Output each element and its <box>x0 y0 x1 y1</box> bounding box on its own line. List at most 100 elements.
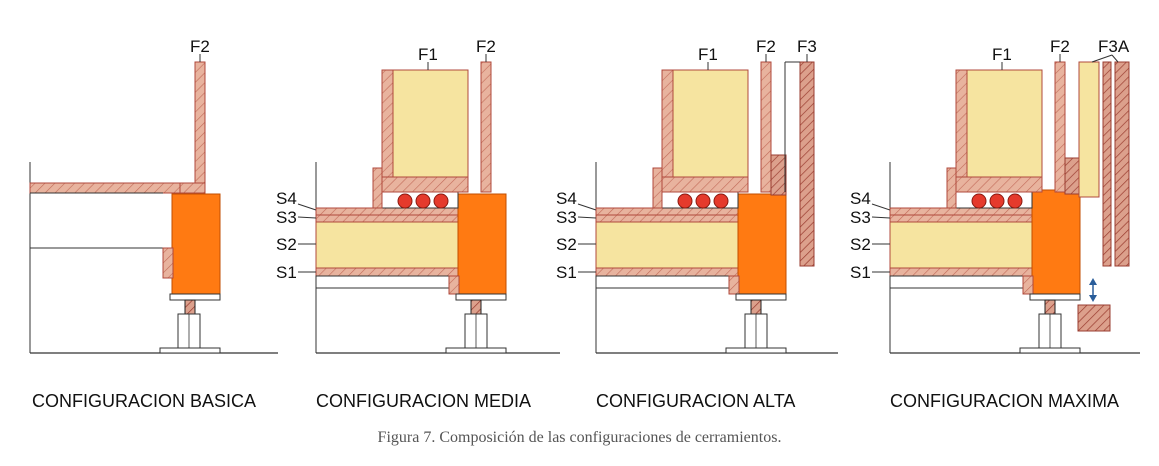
layer-s4 <box>889 207 1033 216</box>
wall-f3 <box>799 61 815 267</box>
heating-tube <box>397 193 413 209</box>
label-f3a: F3A <box>1098 37 1130 56</box>
backrest-f1 <box>672 69 749 178</box>
core-lip <box>162 247 174 279</box>
label-f1: F1 <box>418 45 438 64</box>
foot-plate <box>1029 293 1081 301</box>
leader-s4 <box>871 203 891 211</box>
f2-cap <box>179 182 206 194</box>
leader-s3 <box>577 216 597 219</box>
leader-s3 <box>297 216 317 219</box>
label-s4: S4 <box>850 189 871 208</box>
bottom-board <box>889 275 1024 289</box>
backrest-wood <box>661 69 675 178</box>
orange-core <box>171 193 221 295</box>
label-s2: S2 <box>276 235 297 254</box>
panel-f3a <box>1078 61 1100 198</box>
leader-s4 <box>577 203 597 211</box>
layer-s4 <box>315 207 459 216</box>
foot-screw <box>750 299 762 315</box>
config-title-alta: CONFIGURACION ALTA <box>596 391 795 411</box>
orange-core <box>1031 189 1081 295</box>
label-s1: S1 <box>276 263 297 282</box>
wall-f2 <box>1054 61 1066 193</box>
seat-side <box>372 167 383 209</box>
label-s3: S3 <box>850 208 871 227</box>
layer-s1 <box>315 267 459 277</box>
foot-base <box>1019 347 1081 354</box>
panel-maxima: F1 F2 F3A S4 S3 S2 S1 CONFIGURACION MAXI… <box>850 37 1140 411</box>
foot-plate <box>455 293 507 301</box>
heating-tube <box>695 193 711 209</box>
layer-s2 <box>315 221 459 269</box>
foot-screw <box>470 299 482 315</box>
label-s2: S2 <box>850 235 871 254</box>
f2-cap <box>770 154 787 196</box>
leader-f3a-2 <box>1111 54 1119 63</box>
panel-media: F1 F2 S4 S3 S2 S1 CONFIGURACION MEDIA <box>276 37 560 411</box>
bottom-board <box>595 275 730 289</box>
label-s3: S3 <box>556 208 577 227</box>
label-s4: S4 <box>276 189 297 208</box>
seat-base <box>661 176 749 193</box>
figure-caption: Figura 7. Composición de las configuraci… <box>377 429 782 446</box>
seat-base <box>381 176 469 193</box>
label-f1: F1 <box>698 45 718 64</box>
foot-screw <box>184 299 196 315</box>
heating-tube <box>415 193 431 209</box>
wall-f2 <box>480 61 492 193</box>
panel-alta: F1 F2 F3 S4 S3 S2 S1 CONFIGURACION ALTA <box>556 37 838 411</box>
label-f3: F3 <box>797 37 817 56</box>
label-f2: F2 <box>1050 37 1070 56</box>
f3-bracket <box>784 61 800 192</box>
floor-board <box>29 182 181 194</box>
label-s4: S4 <box>556 189 577 208</box>
wall-f3a <box>1102 61 1112 267</box>
leader-f3a-1 <box>1091 54 1113 63</box>
adjust-block <box>1077 304 1111 332</box>
heating-tube <box>971 193 987 209</box>
label-f1: F1 <box>992 45 1012 64</box>
layer-s3 <box>595 214 739 223</box>
layer-s3 <box>315 214 459 223</box>
heating-tube <box>989 193 1005 209</box>
layer-s1 <box>595 267 739 277</box>
leader-s3 <box>871 216 891 219</box>
core-lip <box>1022 275 1034 295</box>
layer-s2 <box>889 221 1033 269</box>
backrest-f1 <box>392 69 469 178</box>
seat-base <box>955 176 1043 193</box>
config-title-maxima: CONFIGURACION MAXIMA <box>890 391 1119 411</box>
bottom-board <box>315 275 450 289</box>
label-s2: S2 <box>556 235 577 254</box>
wall-f2 <box>194 61 206 193</box>
foot-base <box>159 347 221 354</box>
backrest-f1 <box>966 69 1043 178</box>
layer-s3 <box>889 214 1033 223</box>
core-lip <box>448 275 460 295</box>
wall-f2 <box>760 61 772 193</box>
foot-plate <box>169 293 221 301</box>
seat-side <box>946 167 957 209</box>
label-f2: F2 <box>190 37 210 56</box>
heating-tube <box>433 193 449 209</box>
leader-s4 <box>297 203 317 211</box>
label-f2: F2 <box>756 37 776 56</box>
foot-screw <box>1044 299 1056 315</box>
label-s1: S1 <box>850 263 871 282</box>
config-title-basica: CONFIGURACION BASICA <box>32 391 256 411</box>
foot-base <box>445 347 507 354</box>
arrow-up-icon <box>1089 278 1097 285</box>
seat-side <box>652 167 663 209</box>
wall-f3a-outer <box>1114 61 1130 267</box>
orange-core <box>737 193 787 295</box>
label-s1: S1 <box>556 263 577 282</box>
backrest-wood <box>381 69 395 178</box>
label-s3: S3 <box>276 208 297 227</box>
heating-tube <box>677 193 693 209</box>
label-f2: F2 <box>476 37 496 56</box>
f2-cap <box>1064 157 1080 195</box>
heating-tube <box>1007 193 1023 209</box>
layer-s2 <box>595 221 739 269</box>
